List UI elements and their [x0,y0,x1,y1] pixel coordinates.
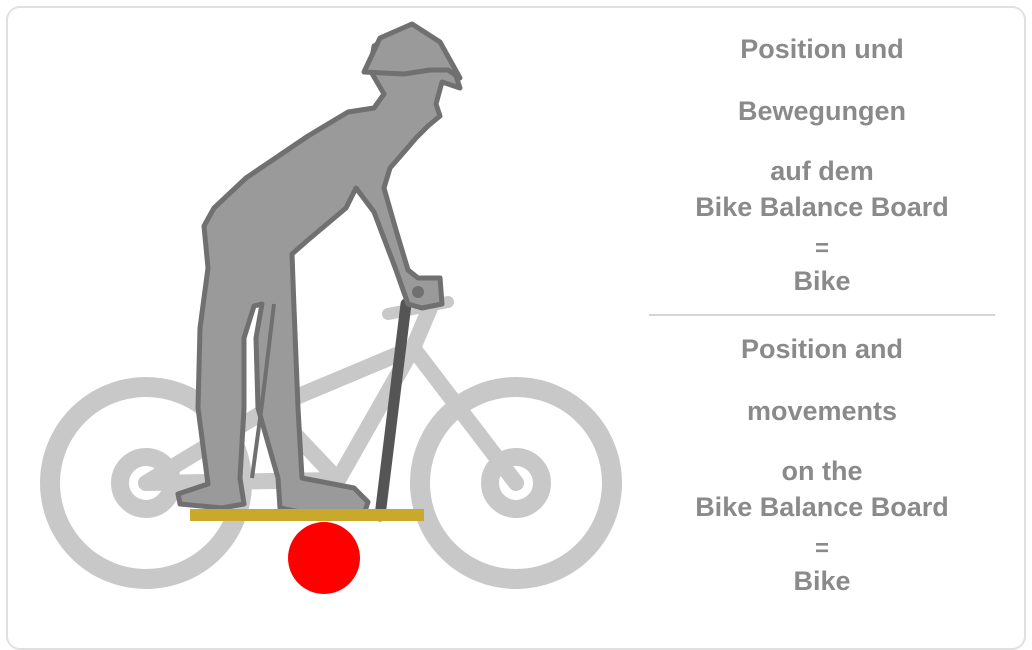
language-divider [649,314,995,316]
english-line-1: Position and [636,328,1008,392]
english-line-2: movements [636,392,1008,454]
german-line-2: Bewegungen [636,92,1008,154]
english-text-block: Position and movements on the Bike Balan… [636,328,1008,604]
english-line-4: Bike Balance Board [636,494,1008,530]
german-line-3: auf dem [636,154,1008,194]
rider-icon [178,28,460,514]
german-equals: = [636,230,1008,268]
hand-icon [412,286,424,298]
balance-ball-icon [288,522,360,594]
content-card: Position und Bewegungen auf dem Bike Bal… [6,6,1026,650]
text-panel: Position und Bewegungen auf dem Bike Bal… [636,30,1008,604]
german-line-1: Position und [636,30,1008,92]
german-line-4: Bike Balance Board [636,194,1008,230]
bike-balance-illustration [8,8,648,608]
german-text-block: Position und Bewegungen auf dem Bike Bal… [636,30,1008,304]
english-line-3: on the [636,454,1008,494]
english-equals: = [636,530,1008,568]
helmet-icon [364,24,460,78]
english-result: Bike [636,568,1008,604]
german-result: Bike [636,268,1008,304]
balance-board-icon [190,509,424,521]
